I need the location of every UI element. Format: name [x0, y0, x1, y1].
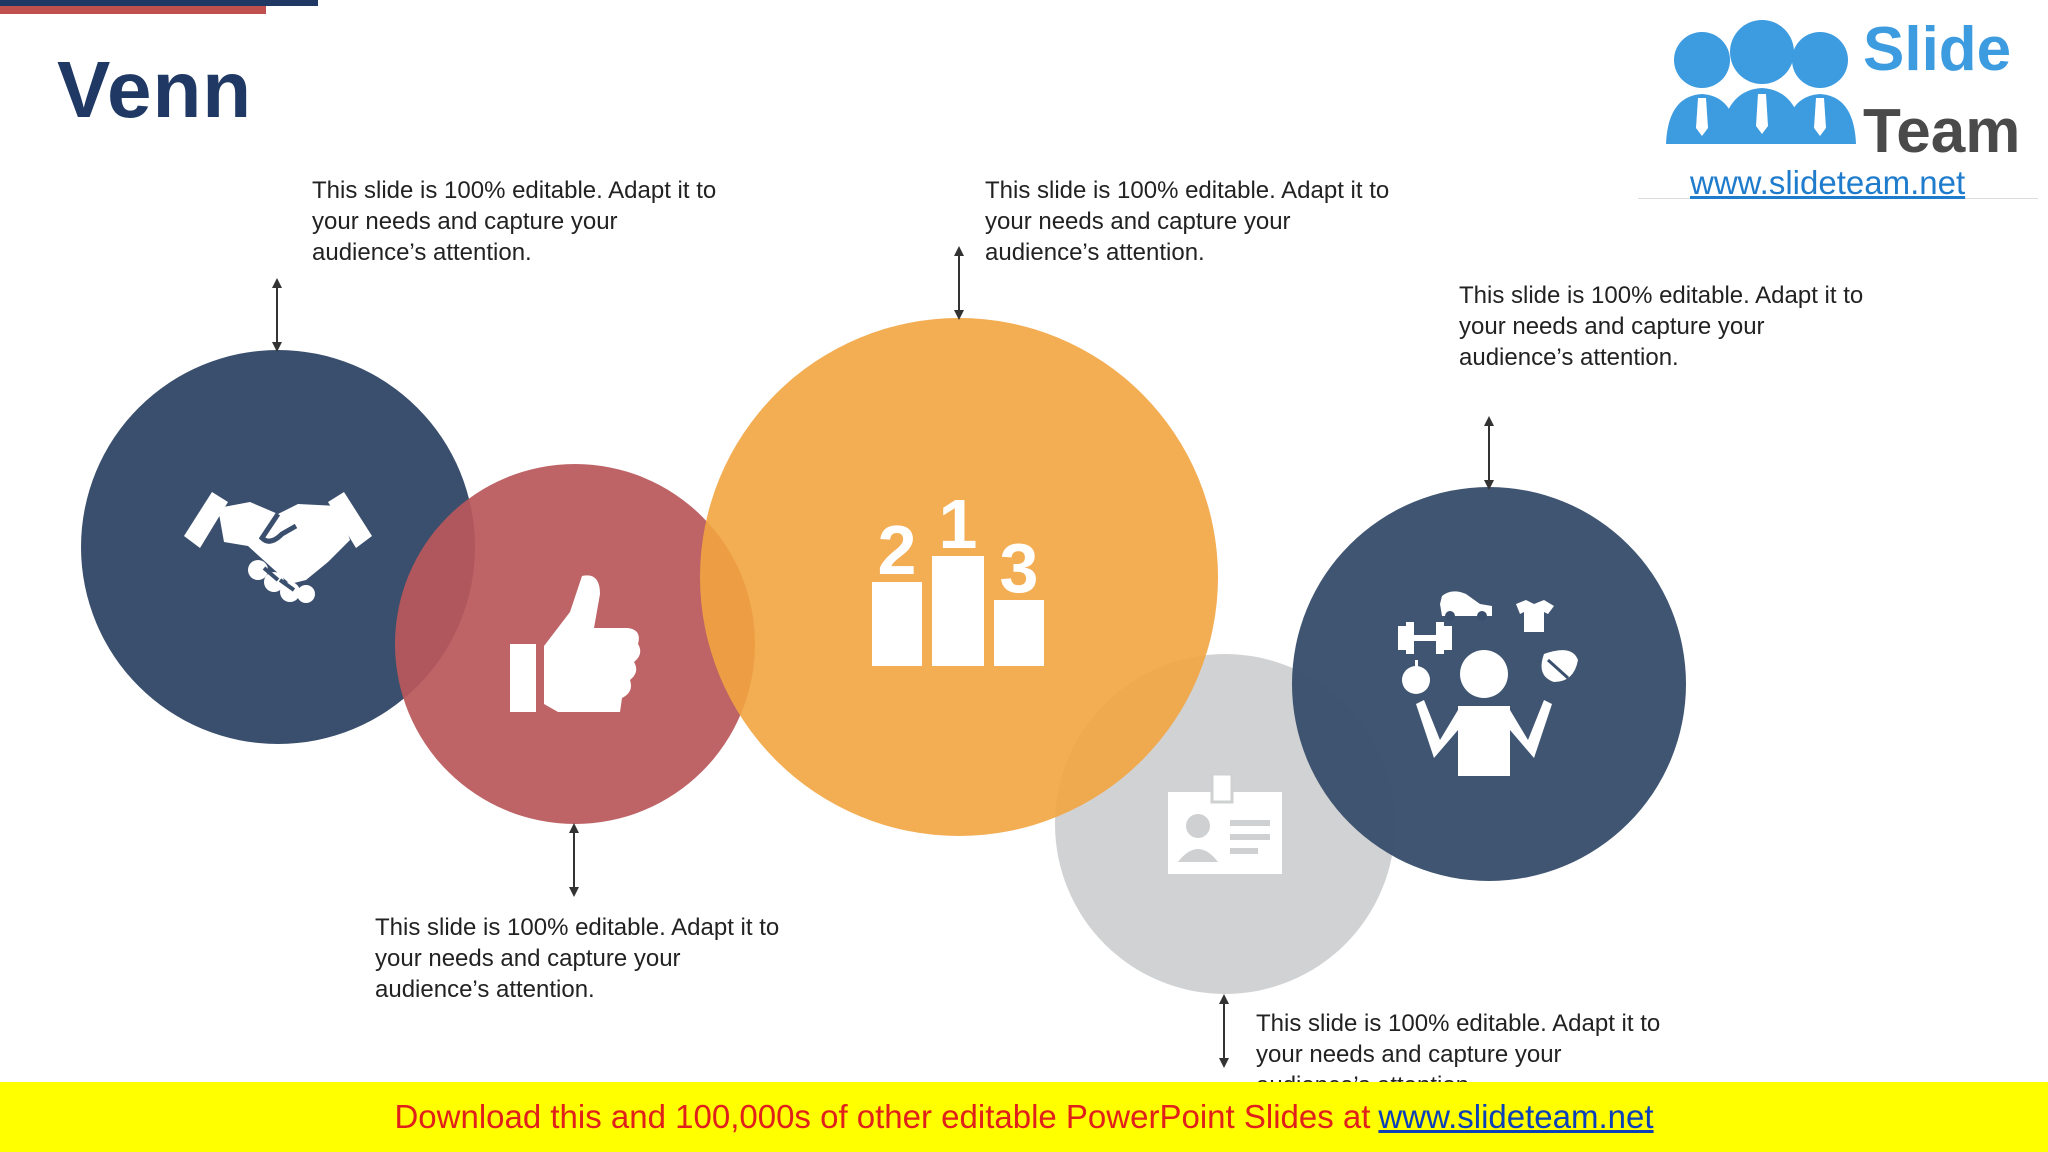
id-badge-icon	[1168, 774, 1282, 874]
handshake-icon	[184, 492, 372, 603]
thumbs-up-icon	[510, 575, 641, 712]
podium-label-3: 3	[1000, 529, 1039, 607]
text-block-2: This slide is 100% editable. Adapt it to…	[375, 914, 780, 1003]
podium-label-1: 1	[939, 485, 978, 563]
double-arrow-4	[1219, 994, 1229, 1068]
download-banner: Download this and 100,000s of other edit…	[0, 1082, 2048, 1152]
text-block-4: This slide is 100% editable. Adapt it to…	[1256, 1010, 1661, 1082]
title-accent-bar-red	[0, 6, 266, 14]
double-arrow-3	[954, 246, 964, 320]
double-arrow-2	[569, 823, 579, 897]
podium-label-2: 2	[878, 511, 917, 589]
footer-text: Download this and 100,000s of other edit…	[394, 1098, 1371, 1135]
logo-word-team: Team	[1863, 97, 2021, 166]
text-block-5: This slide is 100% editable. Adapt it to…	[1459, 282, 1864, 371]
logo-url-link[interactable]: www.slideteam.net	[1690, 164, 1966, 201]
footer-link[interactable]: www.slideteam.net	[1378, 1098, 1654, 1135]
logo-word-slide: Slide	[1863, 15, 2012, 84]
text-block-3: This slide is 100% editable. Adapt it to…	[985, 177, 1390, 266]
slide-title: Venn	[57, 45, 253, 134]
podium-icon: 2 1 3	[872, 485, 1044, 666]
double-arrow-1	[272, 278, 282, 352]
text-block-1: This slide is 100% editable. Adapt it to…	[312, 177, 717, 266]
slideteam-logo: Slide Team www.slideteam.net	[1638, 0, 2038, 201]
lifestyle-juggling-icon	[1398, 591, 1578, 776]
double-arrow-5	[1484, 416, 1494, 490]
title-accent-bar	[0, 0, 318, 6]
logo-people-icon	[1666, 20, 1856, 144]
